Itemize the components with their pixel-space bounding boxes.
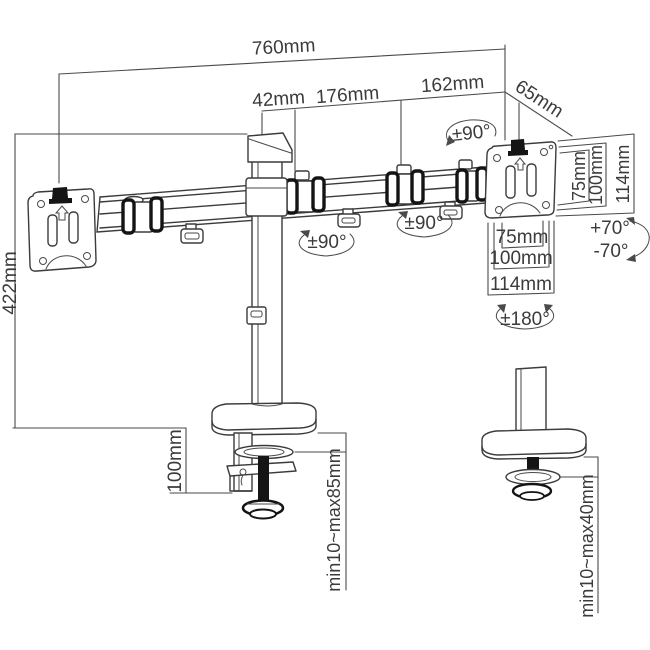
dim-clamp-range: min10~max85mm <box>294 432 347 592</box>
pole <box>245 132 293 406</box>
vesa-slot <box>68 211 79 244</box>
dim-pole-height-label: 422mm <box>0 251 21 314</box>
clamp-knob[interactable] <box>241 499 285 520</box>
dim-overall-width: 760mm <box>58 35 506 184</box>
dim-vesa-bottom-hole-label: 100mm <box>489 248 552 269</box>
dim-vesa-bottom-plate-label: 114mm <box>490 274 552 295</box>
vesa-plate-left <box>27 187 97 272</box>
dim-vesa-side: 75mm 100mm 114mm <box>555 133 635 217</box>
dim-clamp-range-label: min10~max85mm <box>324 448 344 592</box>
angle-swivel-inner-label: ±90° <box>307 232 346 253</box>
angle-tilt-down-label: -70° <box>593 241 628 262</box>
cable-hook <box>180 223 204 244</box>
dim-grommet-range-label: min10~max40mm <box>577 474 597 618</box>
vesa-plate-right <box>484 139 557 219</box>
dim-seg-pole-label: 42mm <box>252 87 306 112</box>
grommet-mount <box>481 366 587 501</box>
quick-release-knob[interactable] <box>508 139 528 156</box>
dim-vesa-side-slot-label: 75mm <box>569 151 589 201</box>
clamp-screw-rod <box>258 456 269 504</box>
dim-vesa-bottom: 75mm 100mm 114mm <box>487 220 555 296</box>
dim-seg-outer-label: 162mm <box>420 72 485 97</box>
up-arrow-icon <box>54 205 70 221</box>
quick-release-knob[interactable] <box>49 187 72 204</box>
pole-cable-clip <box>246 306 267 325</box>
vesa-hole <box>540 148 548 156</box>
pole-collar <box>245 177 288 217</box>
desk-clamp-base <box>211 402 317 436</box>
dim-arm-segments: 42mm 176mm 162mm <box>252 72 506 172</box>
vesa-hole <box>495 206 503 214</box>
angle-rotation-label: ±180° <box>500 309 550 330</box>
angle-swivel-mid: ±90° <box>396 211 453 238</box>
vesa-slot <box>505 165 516 199</box>
vesa-hole <box>493 154 501 162</box>
desk-clamp <box>226 432 297 520</box>
angle-tilt: +70° -70° <box>590 217 650 262</box>
vesa-hole <box>39 257 47 265</box>
vesa-hole <box>83 252 91 260</box>
dim-head-offset: 65mm <box>504 76 573 140</box>
up-arrow-icon <box>513 157 527 171</box>
arm-joint-mid-pole <box>284 170 326 215</box>
dim-clamp-depth-label: 100mm <box>165 429 186 492</box>
arm-joint-mid-outer <box>385 164 425 207</box>
angle-swivel-head: ±90° <box>446 119 497 146</box>
angle-rotation: ±180° <box>495 304 555 330</box>
arm-joint-left <box>121 195 164 235</box>
dim-grommet-range: min10~max40mm <box>560 456 599 618</box>
dim-seg-inner-label: 176mm <box>315 83 380 108</box>
angle-swivel-head-label: ±90° <box>451 121 492 146</box>
cable-hook <box>337 208 361 228</box>
vesa-hole <box>81 195 89 203</box>
angle-swivel-inner: ±90° <box>298 230 355 257</box>
dim-vesa-bottom-slot-label: 75mm <box>496 227 549 248</box>
angle-swivel-mid-label: ±90° <box>404 213 443 234</box>
dim-overall-width-label: 760mm <box>251 35 315 60</box>
vesa-hole <box>542 201 550 209</box>
arm-joint-head <box>455 159 489 204</box>
dim-clamp-depth: 100mm <box>165 427 233 494</box>
grommet-nut-wheel[interactable] <box>505 468 561 486</box>
vesa-hole <box>37 200 45 208</box>
dim-pole-height: 422mm <box>0 133 248 429</box>
vesa-slot <box>526 163 537 197</box>
vesa-slot <box>47 214 58 247</box>
angle-tilt-up-label: +70° <box>590 218 630 239</box>
dim-vesa-side-hole-label: 100mm <box>586 145 606 205</box>
grommet-knob[interactable] <box>511 482 553 501</box>
dim-vesa-side-plate-label: 114mm <box>613 145 633 204</box>
